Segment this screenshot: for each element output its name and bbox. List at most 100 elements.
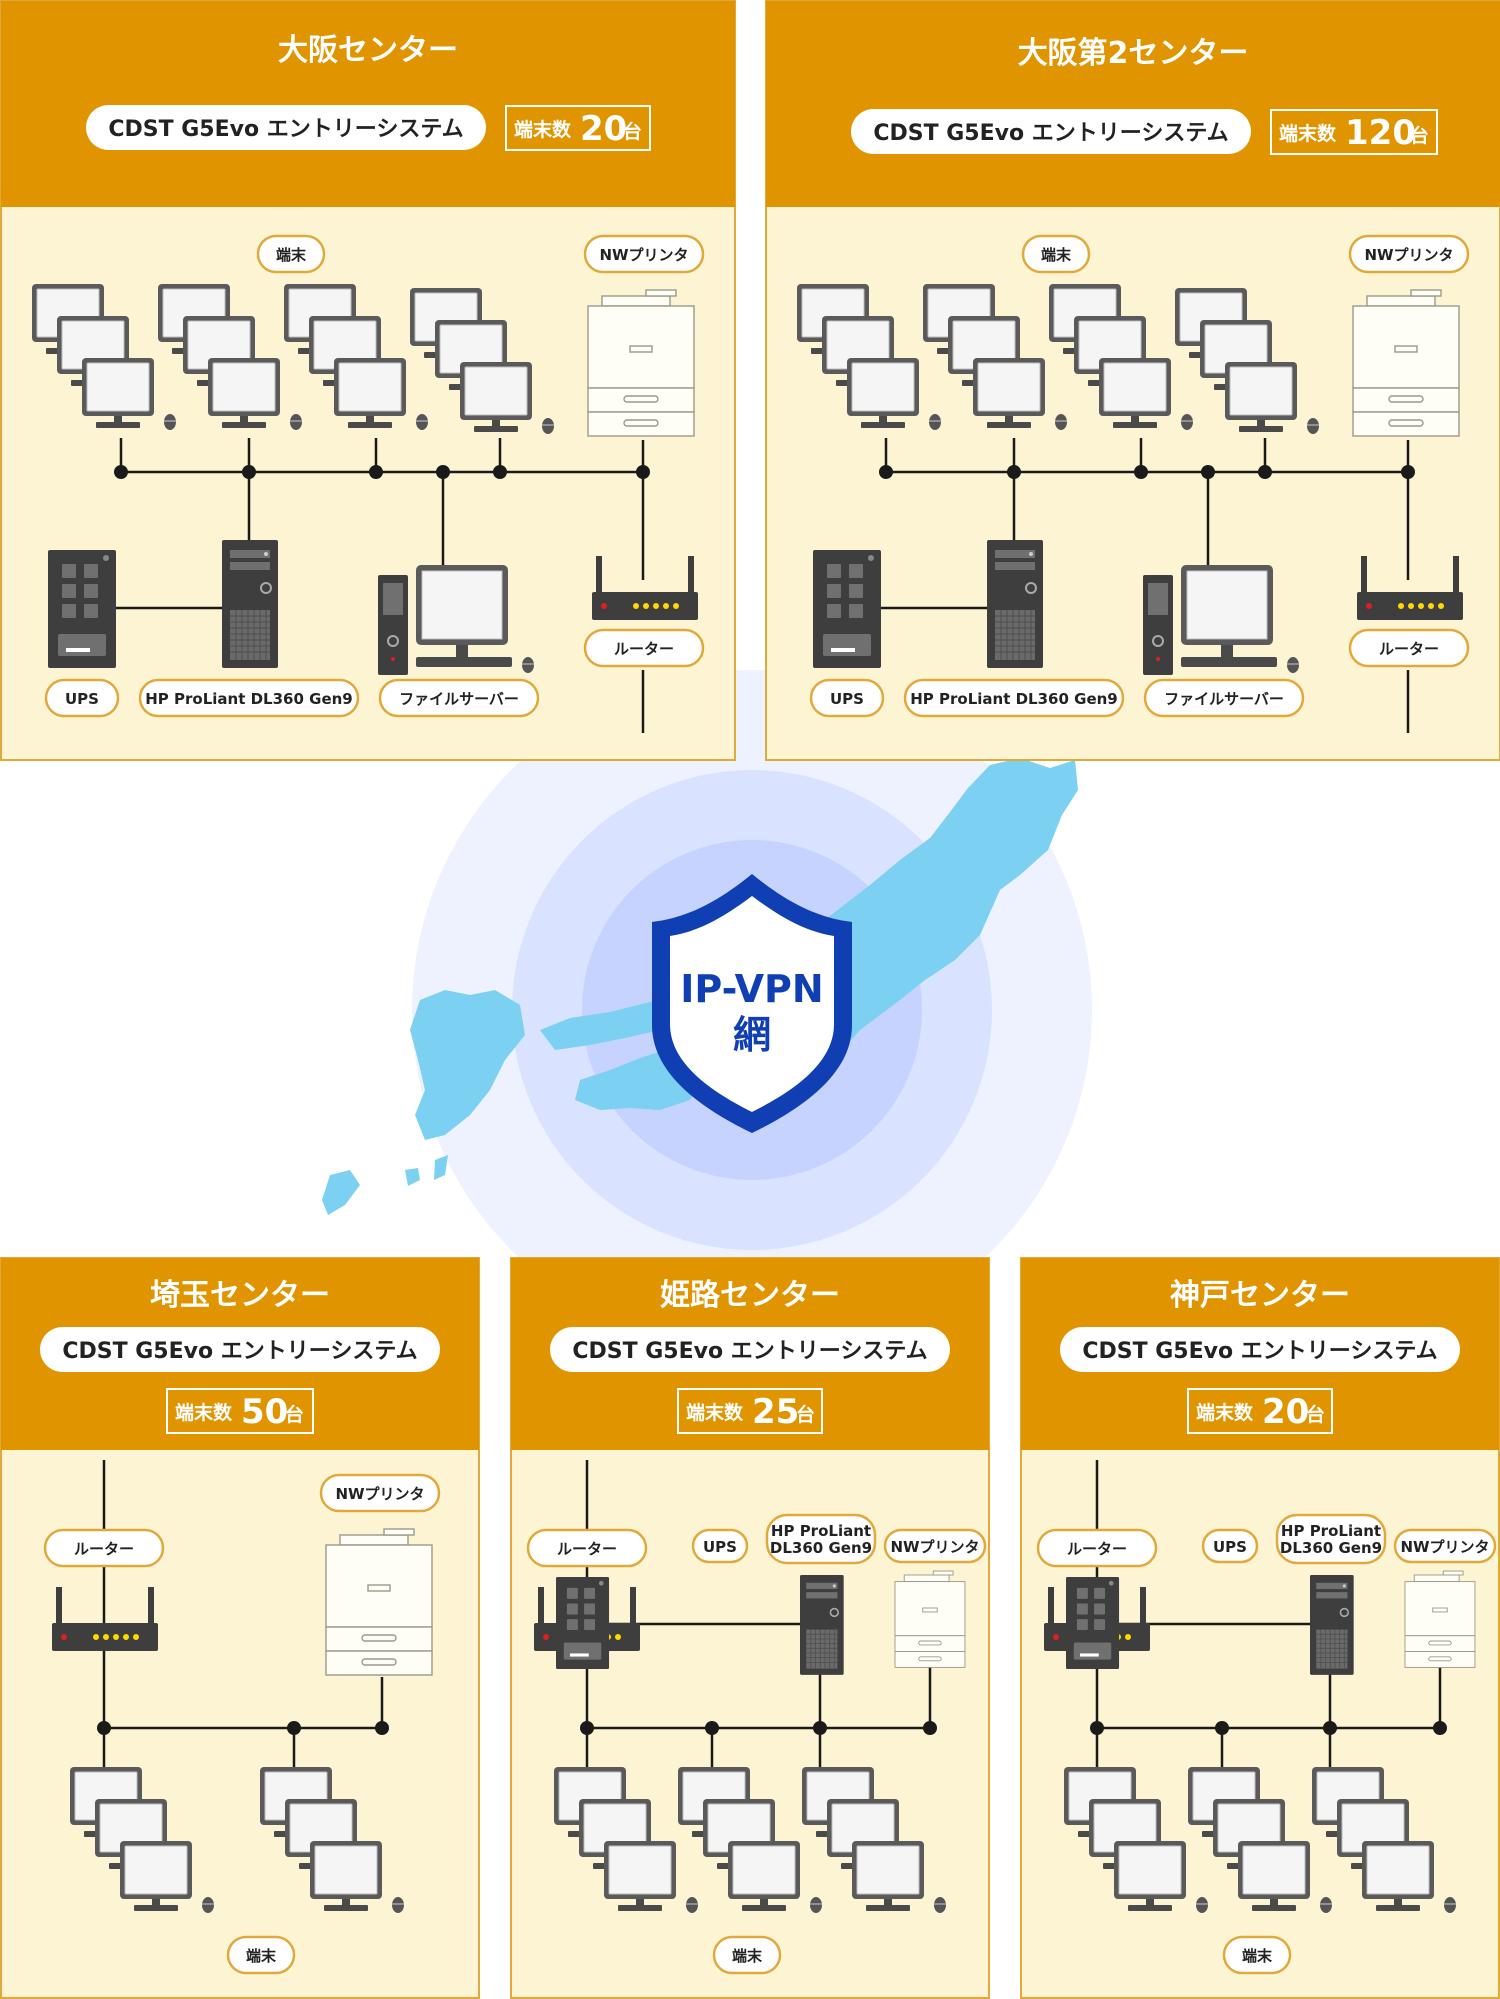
terminal-count-label: 端末数 — [1279, 122, 1337, 145]
label-ups: UPS — [65, 690, 99, 708]
terminal-count-unit: 台 — [1410, 124, 1429, 147]
label-ups-bg — [691, 1528, 749, 1564]
center-panel-kobe: 神戸センター CDST G5Evo エントリーシステム 端末数 20 台 ルータ… — [1020, 1257, 1500, 1999]
label-server-bg — [903, 678, 1125, 718]
center-panel-osaka: 大阪センター CDST G5Evo エントリーシステム 端末数 20 台 端末 … — [0, 0, 736, 761]
system-pill — [40, 1327, 440, 1372]
network-drops — [881, 438, 1410, 733]
terminal-count-value: 20 — [580, 109, 627, 149]
system-name: CDST G5Evo エントリーシステム — [572, 1339, 927, 1364]
ups-device — [48, 550, 116, 668]
panel-header — [1, 1, 735, 207]
label-printer: NWプリンタ — [1400, 1538, 1489, 1556]
junction-dots — [879, 465, 1415, 479]
terminal-count-label: 端末数 — [686, 1401, 744, 1424]
nw-printer — [325, 1528, 433, 1676]
label-ups-bg — [809, 678, 885, 718]
label-server: HP ProLiant DL360 Gen9 — [910, 690, 1118, 708]
label-router-bg — [526, 1528, 648, 1568]
terminal-count-label: 端末数 — [514, 118, 572, 141]
ups-device — [813, 550, 881, 668]
label-fileserver-bg — [378, 678, 540, 718]
vpn-line1: IP-VPN — [680, 967, 823, 1011]
system-pill — [86, 105, 486, 150]
label-printer-bg — [1348, 234, 1470, 274]
center-title: 神戸センター — [1170, 1278, 1350, 1313]
label-printer-bg — [319, 1473, 441, 1513]
label-fileserver: ファイルサーバー — [399, 690, 519, 708]
label-terminal: 端末 — [246, 1947, 277, 1965]
terminal-count-box — [1187, 1388, 1333, 1434]
center-title: 姫路センター — [660, 1278, 840, 1313]
hp-server — [221, 539, 279, 669]
center-title: 大阪センター — [278, 33, 458, 68]
terminal-count-label: 端末数 — [175, 1401, 233, 1424]
ups-device — [556, 1577, 610, 1670]
junction-dots — [1090, 1721, 1447, 1735]
terminal-count-value: 25 — [752, 1392, 799, 1432]
terminal-count-box — [505, 105, 651, 151]
system-pill — [1060, 1327, 1460, 1372]
system-pill — [550, 1327, 950, 1372]
center-panel-saitama: 埼玉センター CDST G5Evo エントリーシステム 端末数 50 台 ルータ… — [0, 1257, 480, 1999]
japan-map — [322, 758, 1078, 1215]
label-terminal: 端末 — [1041, 246, 1072, 264]
label-server-bg — [1275, 1513, 1387, 1565]
system-pill — [851, 109, 1251, 154]
label-ups: UPS — [1213, 1538, 1247, 1556]
system-name: CDST G5Evo エントリーシステム — [62, 1339, 417, 1364]
label-server-bg — [765, 1513, 877, 1565]
label-terminal-bg — [256, 234, 326, 274]
center-title: 大阪第2センター — [1018, 36, 1249, 71]
label-router: ルーター — [74, 1540, 134, 1558]
hp-server — [799, 1574, 845, 1676]
label-printer: NWプリンタ — [890, 1538, 979, 1556]
label-printer: NWプリンタ — [599, 246, 688, 264]
hp-server — [986, 539, 1044, 669]
terminal-count-box — [1270, 109, 1438, 155]
label-fileserver: ファイルサーバー — [1164, 690, 1284, 708]
label-terminal-bg — [1021, 234, 1091, 274]
terminal-count-unit: 台 — [623, 120, 642, 143]
network-drops — [102, 1460, 384, 1775]
system-name: CDST G5Evo エントリーシステム — [108, 117, 463, 142]
vpn-shield-inner — [670, 896, 834, 1112]
vpn-line2: 網 — [733, 1013, 771, 1057]
nw-printer — [587, 289, 695, 437]
ups-device — [1066, 1577, 1120, 1670]
center-panel-himeji: 姫路センター CDST G5Evo エントリーシステム 端末数 25 台 ルータ… — [510, 1257, 990, 1999]
label-router-bg — [1036, 1528, 1158, 1568]
label-router: ルーター — [1379, 640, 1439, 658]
label-router-bg — [43, 1528, 165, 1568]
nw-printer — [894, 1570, 966, 1668]
label-terminal-bg — [712, 1935, 782, 1975]
label-printer-bg — [883, 1528, 987, 1564]
junction-dots — [114, 465, 650, 479]
label-ups: UPS — [703, 1538, 737, 1556]
label-router-bg — [583, 628, 705, 668]
label-router: ルーター — [614, 640, 674, 658]
label-terminal-bg — [226, 1935, 296, 1975]
terminal-count-box — [677, 1388, 823, 1434]
system-name: CDST G5Evo エントリーシステム — [873, 121, 1228, 146]
label-router: ルーター — [1067, 1540, 1127, 1558]
label-server-line2: DL360 Gen9 — [770, 1539, 872, 1557]
terminal-count-box — [166, 1388, 314, 1434]
label-router: ルーター — [557, 1540, 617, 1558]
label-server-line2: DL360 Gen9 — [1280, 1539, 1382, 1557]
label-server-line1: HP ProLiant — [771, 1522, 871, 1540]
label-server: HP ProLiant DL360 Gen9 — [145, 690, 353, 708]
junction-dots — [97, 1721, 389, 1735]
label-terminal: 端末 — [1242, 1947, 1273, 1965]
label-ups-bg — [44, 678, 120, 718]
label-terminal-bg — [1222, 1935, 1292, 1975]
label-terminal: 端末 — [732, 1947, 763, 1965]
terminal-count-unit: 台 — [796, 1403, 815, 1426]
nw-printer — [1404, 1570, 1476, 1668]
terminal-count-value: 120 — [1345, 113, 1416, 153]
label-server-bg — [138, 678, 360, 718]
label-printer-bg — [583, 234, 705, 274]
system-name: CDST G5Evo エントリーシステム — [1082, 1339, 1437, 1364]
label-router-bg — [1348, 628, 1470, 668]
label-terminal: 端末 — [276, 246, 307, 264]
